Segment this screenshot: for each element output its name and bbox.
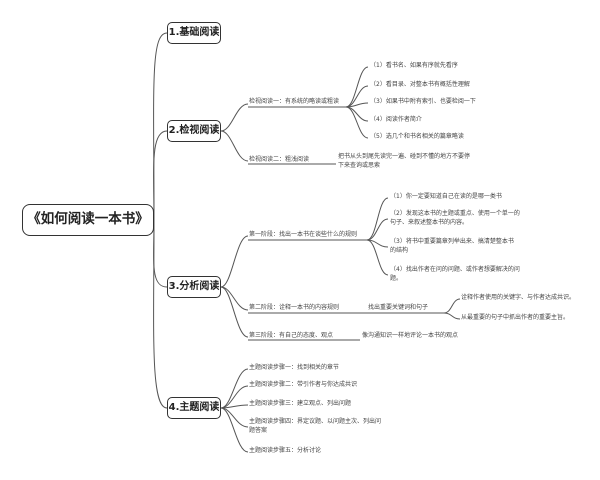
branch-syntopical-reading[interactable]: 4.主题阅读 xyxy=(167,397,221,419)
inspectional-step-1-item-5[interactable]: （5）选几个和书名相关的篇章略读 xyxy=(370,133,464,140)
syntopical-step-2[interactable]: 主题阅读步骤二：带引作者与你达成共识 xyxy=(249,381,358,388)
analytical-stage-2[interactable]: 第二阶段：诠释一本书的内容规则 xyxy=(249,304,340,311)
analytical-stage-1-item-4[interactable]: （4）找出作者在问的问题、或作者想要解决的问题。 xyxy=(390,266,520,282)
analytical-stage-2-subitem-2[interactable]: 从最重要的句子中抓出作者的重要主旨。 xyxy=(461,314,570,321)
branch-inspectional-reading[interactable]: 2.检视阅读 xyxy=(167,120,221,142)
analytical-stage-3-item-1[interactable]: 像沟通知识一样地评论一本书的观点 xyxy=(362,332,459,339)
inspectional-step-2[interactable]: 检视阅读二：粗浅阅读 xyxy=(249,156,310,163)
link-3-3 xyxy=(220,286,249,338)
link-root-4 xyxy=(153,219,168,409)
analytical-stage-3[interactable]: 第三阶段：有自己的态度、观点 xyxy=(249,332,334,339)
inspectional-step-2-item-1[interactable]: 把书从头到尾先读完一遍、碰到不懂的地方不要停下来查询或思索 xyxy=(338,153,471,169)
link-4-5 xyxy=(220,407,249,453)
syntopical-step-3[interactable]: 主题阅读步骤三：建立观点、列出问题 xyxy=(249,400,352,407)
analytical-stage-1-item-2[interactable]: （2）发现这本书的主题或重点、使用一个单一的句子、来叙述整本书的内容。 xyxy=(390,210,520,226)
inspectional-step-1-item-3[interactable]: （3）如果书中附有索引、也要检阅一下 xyxy=(370,98,476,105)
analytical-stage-1-item-3[interactable]: （3）将书中重要篇章列举出来、搞清楚整本书的结构 xyxy=(390,238,514,254)
link-4-2 xyxy=(220,385,249,409)
link-2-2 xyxy=(220,130,249,162)
link-3-1 xyxy=(220,235,249,288)
root-node[interactable]: 《如何阅读一本书》 xyxy=(22,204,154,236)
link-4-1 xyxy=(220,368,249,409)
branch-basic-reading[interactable]: 1.基础阅读 xyxy=(167,22,221,44)
link-root-1 xyxy=(153,32,168,221)
inspectional-step-1-item-2[interactable]: （2）看目录、对整本书有概括性理解 xyxy=(370,81,470,88)
link-2-1-1 xyxy=(345,66,369,108)
analytical-stage-2-item-1[interactable]: 找出重要关键词和句子 xyxy=(368,304,429,311)
link-root-2 xyxy=(153,130,168,221)
link-3-1-2 xyxy=(366,218,389,241)
link-3-2-1-2 xyxy=(443,312,461,320)
link-2-1-2 xyxy=(345,85,369,108)
link-2-1 xyxy=(220,103,249,132)
analytical-stage-2-subitem-1[interactable]: 诠释作者使用的关键字、与作者达成共识。 xyxy=(461,294,576,301)
syntopical-step-4[interactable]: 主题阅读步骤四：界定议题、以问题主次、列出问题答案 xyxy=(249,418,382,434)
link-2-1-4 xyxy=(345,106,369,122)
syntopical-step-5[interactable]: 主题阅读步骤五：分析讨论 xyxy=(249,447,322,454)
link-3-1-1 xyxy=(366,197,389,241)
syntopical-step-1[interactable]: 主题阅读步骤一：找到相关的章节 xyxy=(249,364,340,371)
analytical-stage-1-item-1[interactable]: （1）你一定要知道自己在读的是哪一类书 xyxy=(390,193,502,200)
branch-analytical-reading[interactable]: 3.分析阅读 xyxy=(167,276,221,298)
link-3-2 xyxy=(220,286,249,311)
analytical-stage-1[interactable]: 第一阶段：找出一本书在谈些什么的规则 xyxy=(249,231,358,238)
inspectional-step-1-item-1[interactable]: （1）看书名、如果有序就先看序 xyxy=(370,62,458,69)
inspectional-step-1[interactable]: 检视阅读一：有系统的略读或粗读 xyxy=(249,98,340,105)
link-2-1-5 xyxy=(345,106,369,139)
link-3-1-4 xyxy=(366,239,389,276)
inspectional-step-1-item-4[interactable]: （4）阅读作者简介 xyxy=(370,116,422,123)
link-root-3 xyxy=(153,219,168,288)
link-3-2-1-1 xyxy=(443,298,461,314)
